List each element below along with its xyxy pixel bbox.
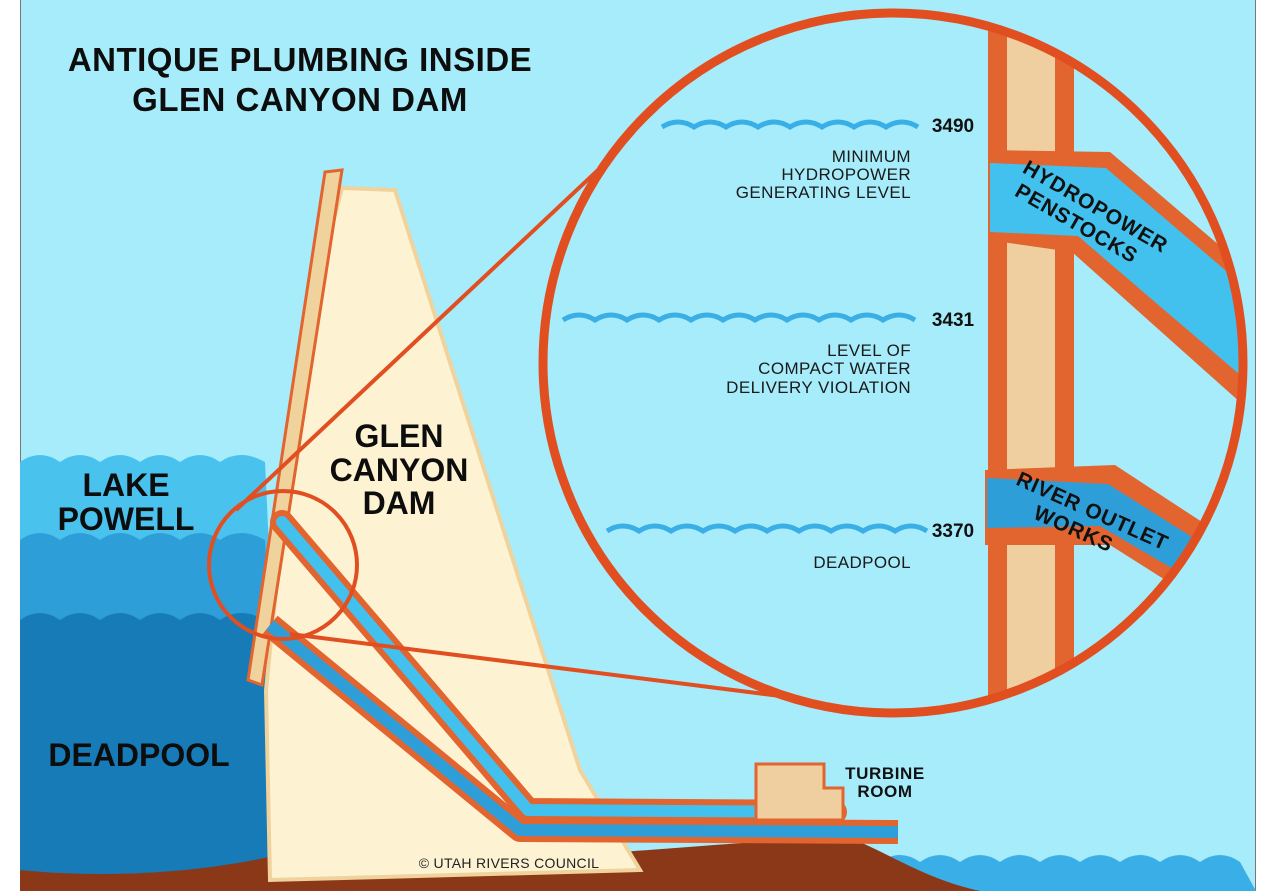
wave-3370 xyxy=(605,523,929,534)
lake-label-1: LAKE xyxy=(82,467,169,503)
dam-label-1: GLEN xyxy=(355,418,444,454)
focus-circle xyxy=(207,489,359,641)
title-line-1: ANTIQUE PLUMBING INSIDE xyxy=(68,41,532,78)
level-3370-line-1: DEADPOOL xyxy=(813,553,911,572)
deadpool-label: DEADPOOL xyxy=(48,737,229,773)
wave-3431 xyxy=(561,312,917,323)
turbine-label-1: TURBINE xyxy=(845,764,925,783)
dam-label-2: CANYON xyxy=(330,452,469,488)
outlet-pipe xyxy=(266,620,899,838)
deadpool-water xyxy=(20,613,285,891)
dam-label-3: DAM xyxy=(363,485,436,521)
penstock-pipe xyxy=(276,516,838,818)
intake-tower xyxy=(246,168,344,688)
magnified-view xyxy=(538,8,1248,718)
level-3490-value: 3490 xyxy=(932,116,974,137)
turbine-room xyxy=(754,762,845,822)
copyright: © UTAH RIVERS COUNCIL xyxy=(419,855,600,871)
downstream-river xyxy=(880,855,1256,891)
level-3370-value: 3370 xyxy=(932,521,974,542)
level-3490-line-2: HYDROPOWER xyxy=(781,165,911,184)
lake-label-2: POWELL xyxy=(58,501,195,537)
level-3431-line-1: LEVEL OF xyxy=(827,341,911,360)
level-3490-line-1: MINIMUM xyxy=(832,147,911,166)
level-3431-value: 3431 xyxy=(932,310,975,331)
magnifier-line-upper xyxy=(234,138,632,512)
level-3431-line-3: DELIVERY VIOLATION xyxy=(726,378,911,397)
magnifier-line-lower xyxy=(289,632,813,702)
wave-3490 xyxy=(660,119,920,130)
level-3490-line-3: GENERATING LEVEL xyxy=(736,183,911,202)
title-line-2: GLEN CANYON DAM xyxy=(132,81,468,118)
level-3431-line-2: COMPACT WATER xyxy=(758,359,911,378)
turbine-label-2: ROOM xyxy=(857,782,912,801)
